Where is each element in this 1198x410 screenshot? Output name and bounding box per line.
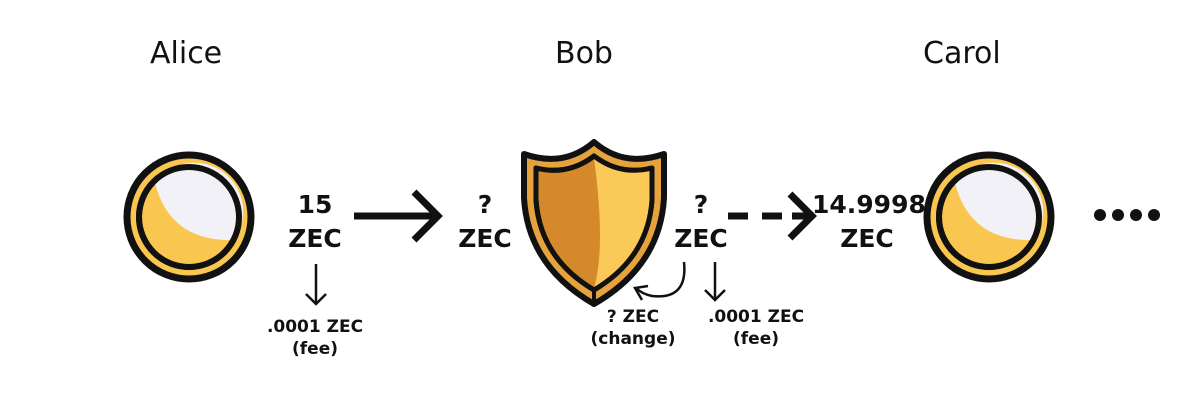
shield-icon [520,138,668,308]
bob-fee-amount: .0001 ZEC [707,307,805,327]
alice-send-unit: ZEC [288,224,342,253]
bob-send-amount: ? ZEC [666,188,736,256]
bob-receive-unit: ZEC [458,224,512,253]
alice-coin-icon [122,150,256,284]
alice-fee-amount: .0001 ZEC [266,317,364,337]
bob-fee-label: (fee) [733,329,779,349]
carol-coin-icon [922,150,1056,284]
bob-receive-value: ? [477,190,493,219]
bob-fee: .0001 ZEC (fee) [696,306,816,350]
bob-change-label: (change) [590,329,676,349]
alice-fee: .0001 ZEC (fee) [255,316,375,360]
down-arrow-icon [703,260,727,306]
participant-title-alice: Alice [150,36,223,71]
bob-change-amount: ? ZEC [606,307,660,327]
dashed-arrow-right-icon [726,190,818,242]
bob-send-unit: ZEC [674,224,728,253]
down-arrow-icon [304,262,328,308]
alice-send-amount: 15 ZEC [280,188,350,256]
change-curved-arrow-icon [630,260,694,306]
carol-receive-unit: ZEC [840,224,894,253]
participant-title-carol: Carol [923,36,1001,71]
solid-arrow-right-icon [352,188,444,244]
alice-fee-label: (fee) [292,339,338,359]
bob-receive-amount: ? ZEC [450,188,520,256]
bob-change: ? ZEC (change) [578,306,688,350]
carol-receive-value: 14.9998 [812,190,926,219]
carol-receive-amount: 14.9998 ZEC [812,188,926,256]
continuation-dots-icon [1093,205,1163,225]
alice-send-value: 15 [297,190,333,219]
bob-send-value: ? [693,190,709,219]
participant-title-bob: Bob [555,36,613,71]
